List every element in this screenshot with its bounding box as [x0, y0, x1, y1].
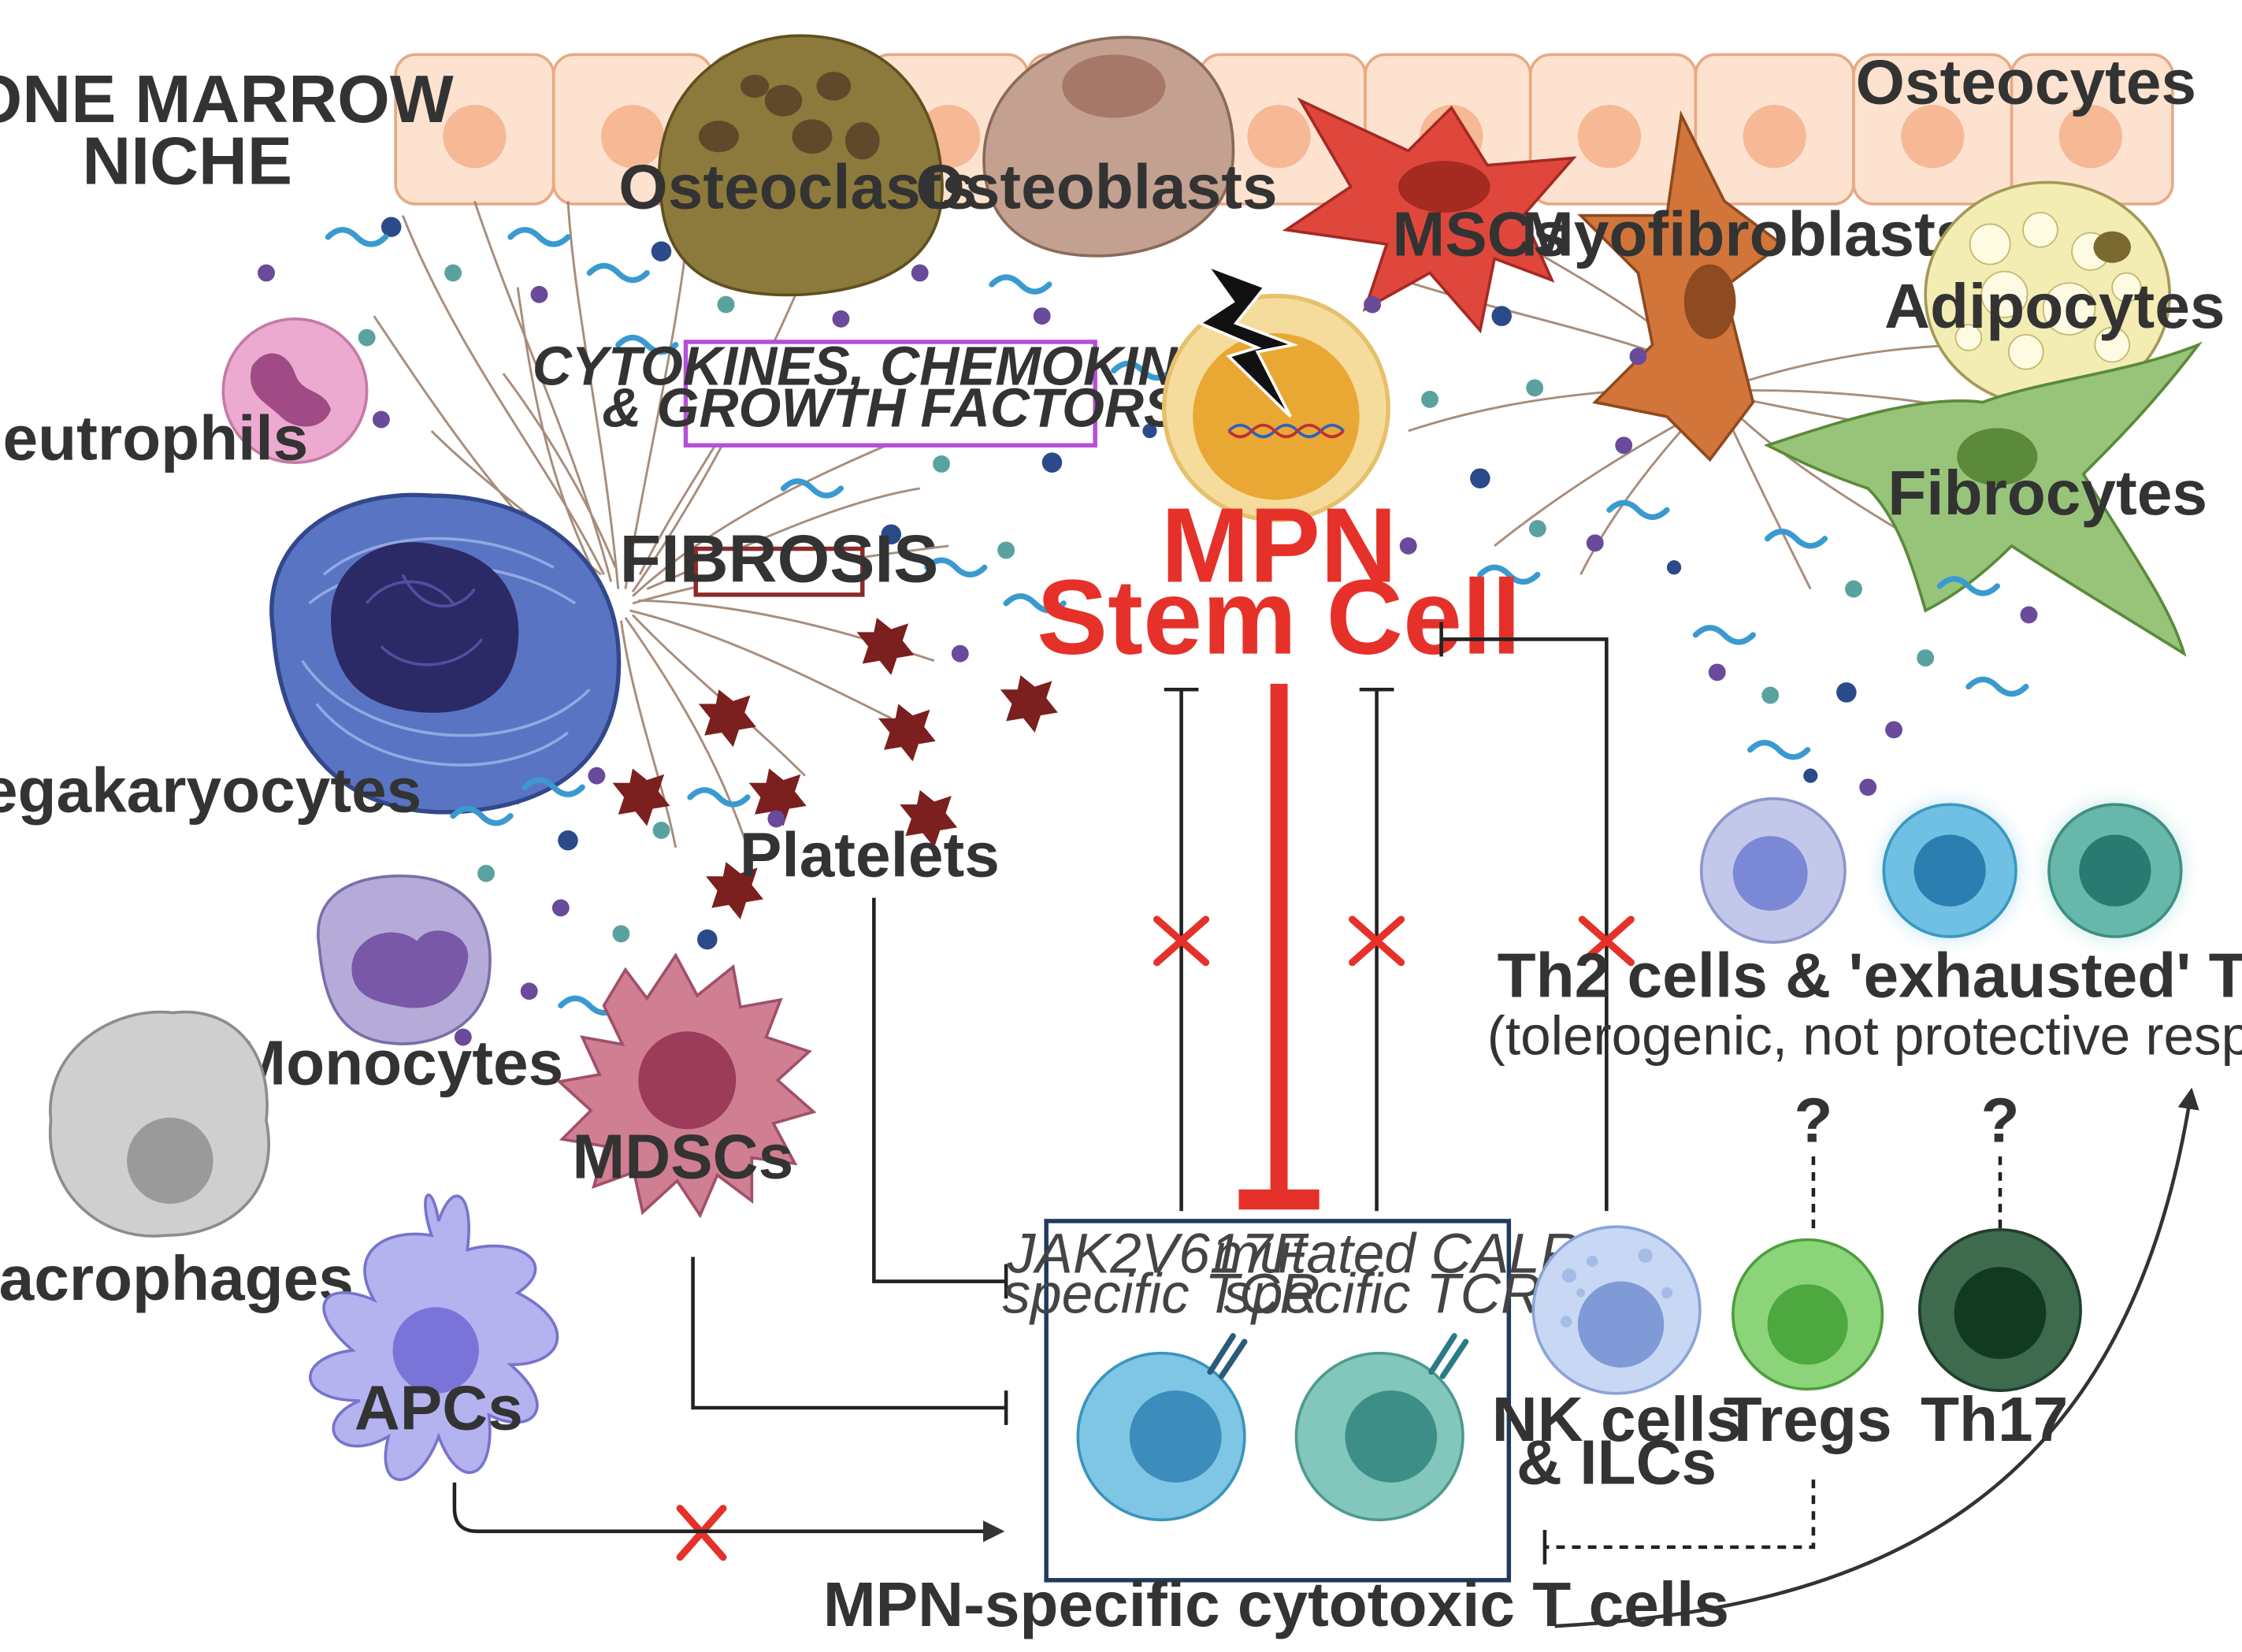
monocyte-cell — [317, 874, 492, 1045]
fibrocytes-label: Fibrocytes — [1888, 458, 2207, 529]
th2-note: (tolerogenic, not protective responses) — [1487, 1004, 2242, 1066]
nk-label-line1: NK cells — [1492, 1384, 1742, 1455]
th17-cell — [1918, 1228, 2082, 1392]
tregs-unknown-marker: ? — [1794, 1086, 1832, 1156]
cytokines-line2: & GROWTH FACTORS — [602, 377, 1180, 439]
tregs-label: Tregs — [1724, 1384, 1892, 1455]
th17-label: Th17 — [1921, 1384, 2068, 1455]
nk-label-line2: & ILCs — [1516, 1427, 1717, 1498]
nk-ilc-cell — [1531, 1225, 1702, 1395]
jak2-tcr-line2: specific TCR — [1003, 1264, 1320, 1326]
inhibition-connectors — [1164, 622, 1609, 1212]
megakaryocyte-cell — [269, 492, 622, 815]
cytokines-line1: CYTOKINES, CHEMOKINES — [533, 336, 1250, 397]
neutrophil-cell — [221, 317, 369, 464]
calr-tcell — [1294, 1333, 1469, 1522]
platelets-group — [612, 618, 1058, 920]
blocked-x-icon-1 — [1153, 915, 1210, 967]
mscs-label: MSCs — [1392, 199, 1568, 270]
mpn-stem-cell — [1161, 293, 1390, 522]
blocked-x-icon-3 — [1578, 915, 1635, 967]
fibrocyte-cell — [1763, 341, 2203, 657]
jak2-tcell — [1076, 1333, 1248, 1522]
macrophage-cell — [48, 1010, 270, 1238]
blocked-x-icon-2 — [1349, 915, 1405, 967]
tcell-box-caption: MPN-specific cytotoxic T cells — [823, 1569, 1729, 1640]
myofibroblast-cell — [1577, 110, 1784, 462]
calr-receptor-icon — [1428, 1333, 1469, 1379]
calr-tcr-line1: mutated CALR — [1213, 1223, 1580, 1286]
title-line2: NICHE — [82, 123, 292, 199]
red-inhibition-bar — [1238, 683, 1320, 1210]
myofibroblasts-label: Myofibroblasts — [1521, 199, 1971, 270]
title-line1: BONE MARROW — [0, 61, 454, 137]
calr-tcr-line2: specific TCR — [1223, 1264, 1541, 1326]
osteoblast-cell — [982, 35, 1235, 258]
macrophages-label: Macrophages — [0, 1243, 354, 1314]
adipocytes-label: Adipocytes — [1884, 271, 2225, 342]
osteoblasts-label: Osteoblasts — [915, 151, 1277, 222]
adipocyte-cell — [1924, 180, 2171, 408]
tregs-suppression-connector — [1544, 1479, 1816, 1550]
tcell-box: JAK2V617F specific TCR mutated CALR spec… — [1003, 1219, 1580, 1583]
apcs-label: APCs — [354, 1372, 523, 1443]
platelets-label: Platelets — [740, 819, 1000, 890]
megakaryocytes-label: Megakaryocytes — [0, 755, 421, 826]
neutrophils-label: Neutrophils — [0, 403, 308, 474]
suppression-connectors — [691, 897, 1008, 1425]
osteoclasts-label: Osteoclasts — [618, 151, 977, 222]
monocytes-label: Monocytes — [233, 1028, 563, 1099]
cytokines-box: CYTOKINES, CHEMOKINES & GROWTH FACTORS — [533, 336, 1250, 448]
cytokine-molecules — [258, 217, 2038, 1046]
msc-cell — [1282, 97, 1577, 334]
fibrosis-label: FIBROSIS — [620, 522, 939, 597]
jak2-receptor-icon — [1207, 1333, 1248, 1379]
mutation-lightning-icon — [1197, 262, 1299, 418]
exhaustion-arrow — [1554, 1087, 2199, 1628]
th2-title: Th2 cells & 'exhausted' T cells — [1498, 940, 2242, 1011]
th2-exhausted-cells — [1699, 781, 2204, 960]
apc-cell — [309, 1194, 559, 1481]
fibrosis-box: FIBROSIS — [620, 522, 939, 597]
stem-cell-line1: MPN — [1161, 486, 1398, 605]
mdsc-cell — [556, 952, 817, 1219]
treg-cell — [1731, 1238, 1884, 1391]
osteocytes-label: Osteocytes — [1856, 46, 2197, 117]
stem-cell-line2: Stem Cell — [1037, 558, 1521, 677]
osteoclast-cell — [657, 34, 944, 297]
th17-unknown-marker: ? — [1980, 1086, 2019, 1156]
apc-activation-arrow — [452, 1482, 1005, 1542]
mdscs-label: MDSCs — [572, 1121, 793, 1192]
jak2-tcr-line1: JAK2V617F — [1007, 1223, 1309, 1286]
